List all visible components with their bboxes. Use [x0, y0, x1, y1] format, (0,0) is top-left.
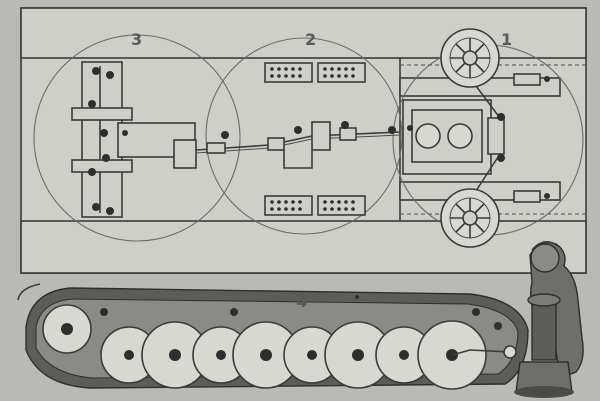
bolt — [221, 131, 229, 139]
idler-hub — [61, 323, 73, 335]
bolt — [497, 154, 505, 162]
return-roller — [494, 322, 502, 330]
return-roller — [100, 308, 108, 316]
wheel-hub — [399, 350, 409, 360]
indicator-panel-top-right — [317, 62, 366, 83]
zone-circle-3 — [33, 34, 241, 242]
fan-hub — [462, 50, 478, 66]
bolt — [341, 121, 349, 129]
bolt — [544, 76, 550, 82]
bolt — [407, 125, 413, 131]
bolt — [544, 193, 550, 199]
pedestal-foot — [514, 386, 574, 398]
wheel-hub — [352, 349, 364, 361]
engine-cylinder-left — [415, 123, 441, 149]
cooling-fan-bottom — [440, 188, 500, 248]
bay-slot-top — [513, 73, 541, 86]
zone-label-2: 2 — [305, 30, 316, 49]
driveshaft-assembly — [195, 62, 401, 216]
mudguard-rear — [17, 283, 41, 301]
fan-blades — [450, 198, 490, 238]
universal-joint-rear — [206, 142, 226, 154]
wheel-hub — [216, 350, 226, 360]
rear-flange — [173, 139, 197, 169]
pedestal-column — [531, 299, 557, 361]
drive-crank — [451, 349, 511, 356]
bolt — [88, 100, 96, 108]
transfer-housing — [283, 150, 313, 169]
bolt — [102, 154, 110, 162]
bolt — [388, 126, 396, 134]
zone-circle-2 — [205, 37, 403, 235]
wheel-hub — [307, 350, 317, 360]
wheel-hub — [169, 349, 181, 361]
rear-cross-bar-bottom — [71, 159, 133, 173]
bolt — [88, 168, 96, 176]
pedestal-top — [527, 293, 561, 307]
engine-cylinder-right — [447, 123, 473, 149]
mechanic-cap — [531, 241, 559, 251]
wheel-hub — [124, 350, 134, 360]
ink-dot — [355, 295, 359, 299]
rear-axle-assembly — [71, 61, 197, 218]
return-roller — [230, 308, 238, 316]
engine-side-plate — [487, 117, 505, 155]
fan-blades — [450, 38, 490, 78]
bay-slot-bottom — [513, 190, 541, 203]
track-label: 4 — [296, 292, 307, 311]
track-side-view: 4 — [17, 283, 529, 390]
universal-joint-front — [339, 127, 357, 141]
bolt — [122, 130, 128, 136]
universal-joint-middle — [267, 137, 285, 151]
bolt — [106, 207, 114, 215]
bolt — [294, 126, 302, 134]
bolt — [100, 129, 108, 137]
indicator-panel-bottom-right — [317, 195, 366, 216]
transfer-case — [311, 121, 331, 151]
rear-cross-bar-top — [71, 107, 133, 121]
return-roller — [472, 308, 480, 316]
bolt — [92, 203, 100, 211]
indicator-panel-top-left — [264, 62, 313, 83]
crank-handle — [503, 345, 517, 359]
bolt — [106, 71, 114, 79]
wheel-hub — [260, 349, 272, 361]
mechanic-head — [530, 243, 560, 273]
mechanic-illustration — [514, 241, 584, 398]
cooling-fan-top — [440, 28, 500, 88]
zone-label-1: 1 — [501, 30, 512, 49]
rear-axle-frame — [81, 61, 123, 218]
engine-assembly — [402, 28, 550, 248]
fan-hub — [462, 210, 478, 226]
indicator-dots — [270, 67, 355, 211]
bolt — [497, 113, 505, 121]
bolt — [92, 67, 100, 75]
hull-bottom-band — [20, 220, 587, 274]
indicator-panel-bottom-left — [264, 195, 313, 216]
zone-label-3: 3 — [131, 30, 142, 49]
